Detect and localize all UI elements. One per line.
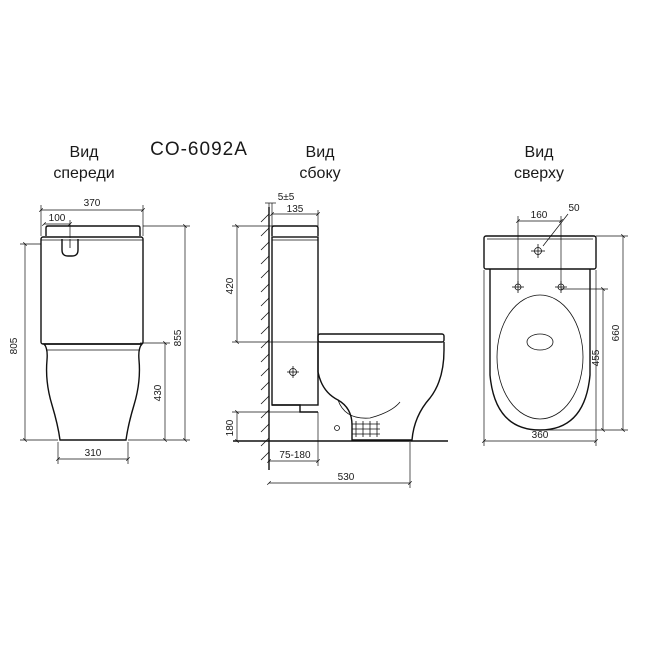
dim-top-width: 360 (532, 430, 549, 441)
dim-front-height-total: 855 (173, 329, 184, 346)
flush-button-icon (61, 239, 79, 257)
dim-side-depth: 530 (338, 472, 355, 483)
top-button-crosshair-icon (531, 244, 545, 258)
side-trapway (337, 399, 401, 419)
top-bowl-outline (489, 269, 591, 431)
dim-front-width-base: 310 (85, 448, 102, 459)
side-tank-body (271, 236, 319, 406)
dim-front-height-left: 805 (9, 337, 20, 354)
model-title: CO-6092A (150, 139, 248, 160)
dim-side-tank-depth: 135 (287, 204, 304, 215)
front-bowl-outline (42, 343, 144, 441)
top-view-title-line2: сверху (514, 165, 564, 182)
dim-front-width-top: 370 (84, 198, 101, 209)
top-tank-outline (483, 235, 597, 270)
outlet-marker-icon (334, 425, 340, 431)
dim-side-outlet-range: 75-180 (279, 450, 311, 461)
side-tank-outline (271, 225, 319, 236)
side-bowl-outline (317, 342, 445, 441)
top-seat-outline (496, 294, 584, 420)
dim-top-length: 660 (611, 324, 622, 341)
side-view: 5±5 135 420 180 75-180 530 (225, 192, 448, 488)
dim-top-bowl-length: 455 (591, 349, 602, 366)
dim-side-tank-height: 420 (225, 277, 236, 294)
front-view-title-line1: Вид (70, 144, 100, 161)
dim-front-height-bowl: 430 (153, 384, 164, 401)
dim-side-wall-gap: 5±5 (278, 192, 295, 203)
dim-side-outlet-height: 180 (225, 419, 236, 436)
front-view: 370 100 805 855 430 310 (9, 198, 190, 464)
dim-top-spacing: 160 (531, 210, 548, 221)
dim-top-inlet: 50 (568, 203, 580, 214)
front-tank-body (40, 236, 144, 345)
front-tank-outline (45, 225, 141, 236)
side-view-title-line1: Вид (306, 144, 336, 161)
side-seat (317, 333, 445, 343)
outlet-ribs (352, 421, 380, 437)
wall-hatching (260, 213, 270, 461)
top-inner-bowl (526, 333, 554, 351)
top-view: 160 50 660 455 360 (482, 203, 628, 446)
dim-front-button-offset: 100 (49, 213, 66, 224)
front-view-title-line2: спереди (53, 165, 114, 182)
side-inlet-crosshair-icon (287, 366, 299, 378)
top-view-title-line1: Вид (525, 144, 555, 161)
side-view-title-line2: сбоку (299, 165, 340, 182)
